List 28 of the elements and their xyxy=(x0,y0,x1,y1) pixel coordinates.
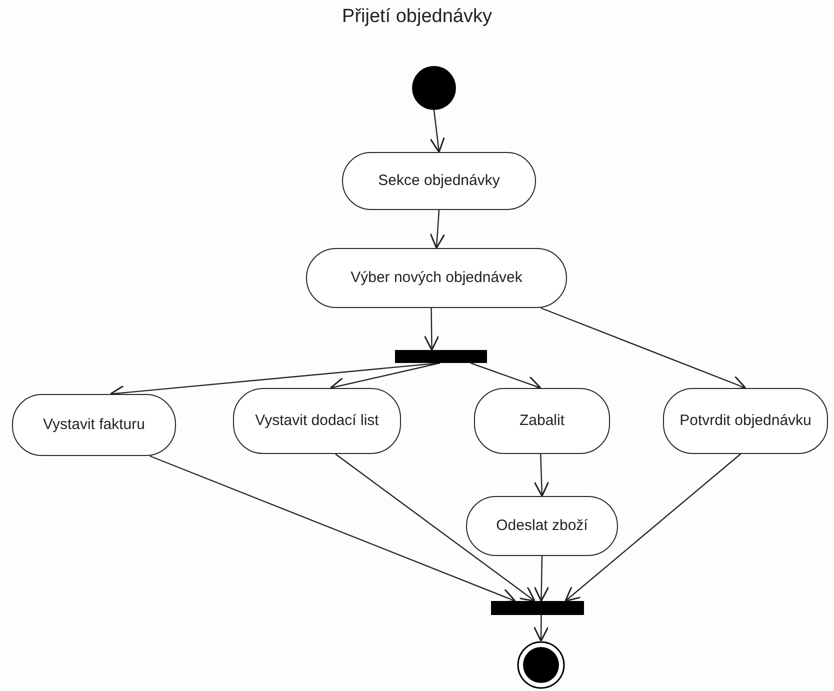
diagram-title: Přijetí objednávky xyxy=(341,6,493,28)
arrow xyxy=(430,110,446,153)
action-label: Potvrdit objednávku xyxy=(680,412,812,430)
sync-bar xyxy=(491,601,584,615)
arrow xyxy=(424,308,440,351)
action-label: Výber nových objednávek xyxy=(350,269,522,287)
action-box xyxy=(12,394,176,456)
action-box xyxy=(233,388,401,454)
arrow xyxy=(335,454,536,602)
arrow xyxy=(470,362,542,391)
arrow xyxy=(540,307,746,390)
arrow xyxy=(534,454,550,497)
action-box xyxy=(474,388,610,454)
arrow xyxy=(533,615,549,642)
action-label: Vystavit fakturu xyxy=(43,416,145,434)
arrow xyxy=(150,455,516,604)
action-box xyxy=(663,388,828,454)
arrow xyxy=(534,556,550,602)
action-label: Sekce objednávky xyxy=(378,172,500,190)
action-box xyxy=(466,496,618,556)
action-label: Odeslat zboží xyxy=(496,517,588,535)
arrow xyxy=(430,210,446,249)
arrow xyxy=(564,454,741,602)
start-node xyxy=(412,66,456,110)
sync-bar xyxy=(395,350,487,363)
action-label: Zabalit xyxy=(519,412,565,430)
end-node xyxy=(517,641,565,689)
action-label: Vystavit dodací list xyxy=(255,412,379,430)
